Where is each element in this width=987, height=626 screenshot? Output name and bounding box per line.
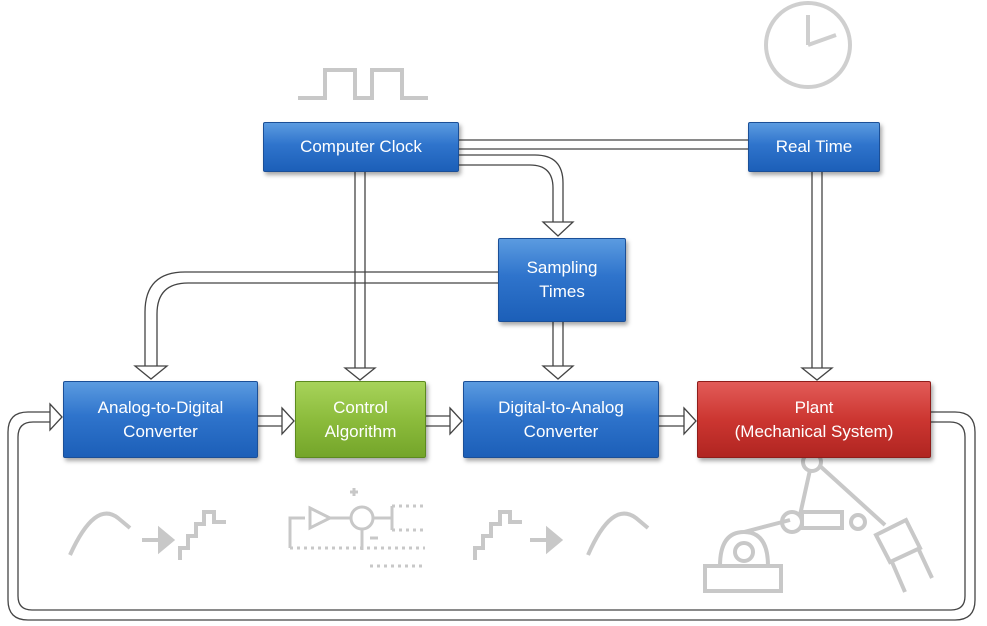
computer-clock-label: Computer Clock [300, 137, 422, 156]
sampling-times-label: Sampling Times [526, 258, 598, 301]
dac-label: Digital-to-Analog Converter [498, 397, 624, 441]
clock-icon [764, 1, 852, 89]
real-time-label: Real Time [775, 137, 853, 156]
sampling-times-block: Sampling Times [498, 238, 626, 322]
plant-block: Plant (Mechanical System) [697, 381, 931, 458]
dac-signal-icon [473, 510, 650, 560]
robot-arm-icon [703, 451, 934, 593]
control-algorithm-label: Control Algorithm [324, 397, 397, 441]
adc-label: Analog-to-Digital Converter [97, 397, 224, 441]
connectors [7, 139, 976, 621]
dac-block: Digital-to-Analog Converter [463, 381, 659, 458]
adc-block: Analog-to-Digital Converter [63, 381, 258, 458]
square-wave-icon [298, 68, 428, 100]
adc-signal-icon [68, 510, 226, 560]
plant-label: Plant (Mechanical System) [734, 397, 894, 441]
control-loop-icon [288, 488, 425, 568]
control-algorithm-block: Control Algorithm [295, 381, 426, 458]
computer-clock-block: Computer Clock [263, 122, 459, 172]
real-time-block: Real Time [748, 122, 880, 172]
